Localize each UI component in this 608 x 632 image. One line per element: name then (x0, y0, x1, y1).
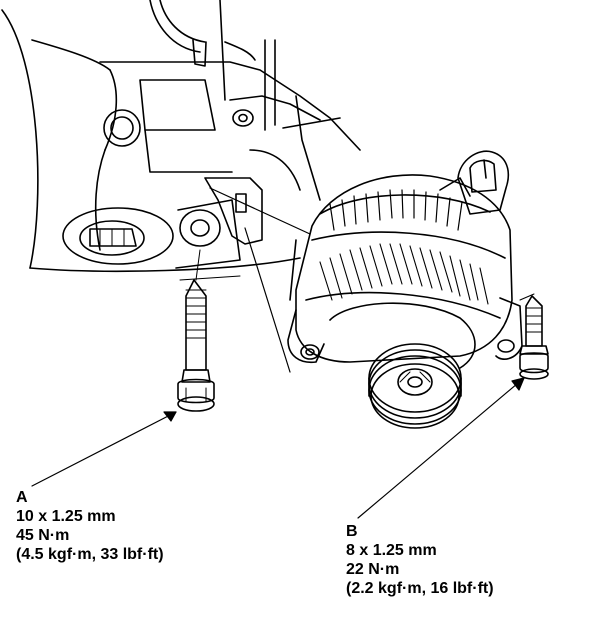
leader-lines (31, 249, 535, 519)
engine-block (1, 0, 361, 373)
alternator (287, 150, 523, 429)
bolt-b (519, 295, 549, 380)
callout-a: A 10 x 1.25 mm 45 N·m (4.5 kgf·m, 33 lbf… (16, 488, 164, 564)
callout-a-torque: 45 N·m (16, 527, 70, 544)
leader-arrow-b (511, 377, 525, 391)
callout-a-torque-alt: (4.5 kgf·m, 33 lbf·ft) (16, 546, 164, 563)
bolt-a (177, 279, 215, 412)
leader-line-b (357, 377, 525, 519)
callout-b: B 8 x 1.25 mm 22 N·m (2.2 kgf·m, 16 lbf·… (346, 522, 494, 598)
callout-b-torque-alt: (2.2 kgf·m, 16 lbf·ft) (346, 580, 494, 597)
callout-b-torque: 22 N·m (346, 561, 400, 578)
callout-a-letter: A (16, 489, 28, 506)
leader-arrow-a (163, 411, 177, 422)
callout-b-size: 8 x 1.25 mm (346, 542, 437, 559)
callout-b-letter: B (346, 523, 358, 540)
leader-line-a (31, 411, 177, 487)
callout-a-size: 10 x 1.25 mm (16, 508, 116, 525)
